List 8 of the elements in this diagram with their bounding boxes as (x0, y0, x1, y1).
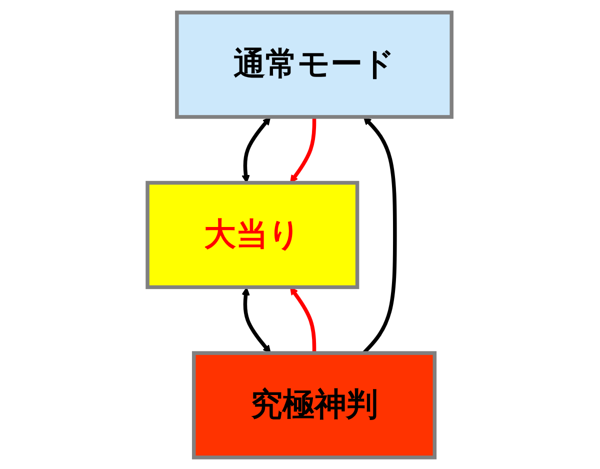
node-box: 通常モード (175, 10, 454, 118)
node-box: 大当り (146, 180, 360, 289)
arrow (290, 286, 317, 353)
arrow (362, 116, 398, 354)
arrow (290, 116, 317, 183)
node-box: 究極神判 (192, 350, 437, 459)
arrow (242, 286, 272, 353)
arrow (242, 116, 272, 183)
